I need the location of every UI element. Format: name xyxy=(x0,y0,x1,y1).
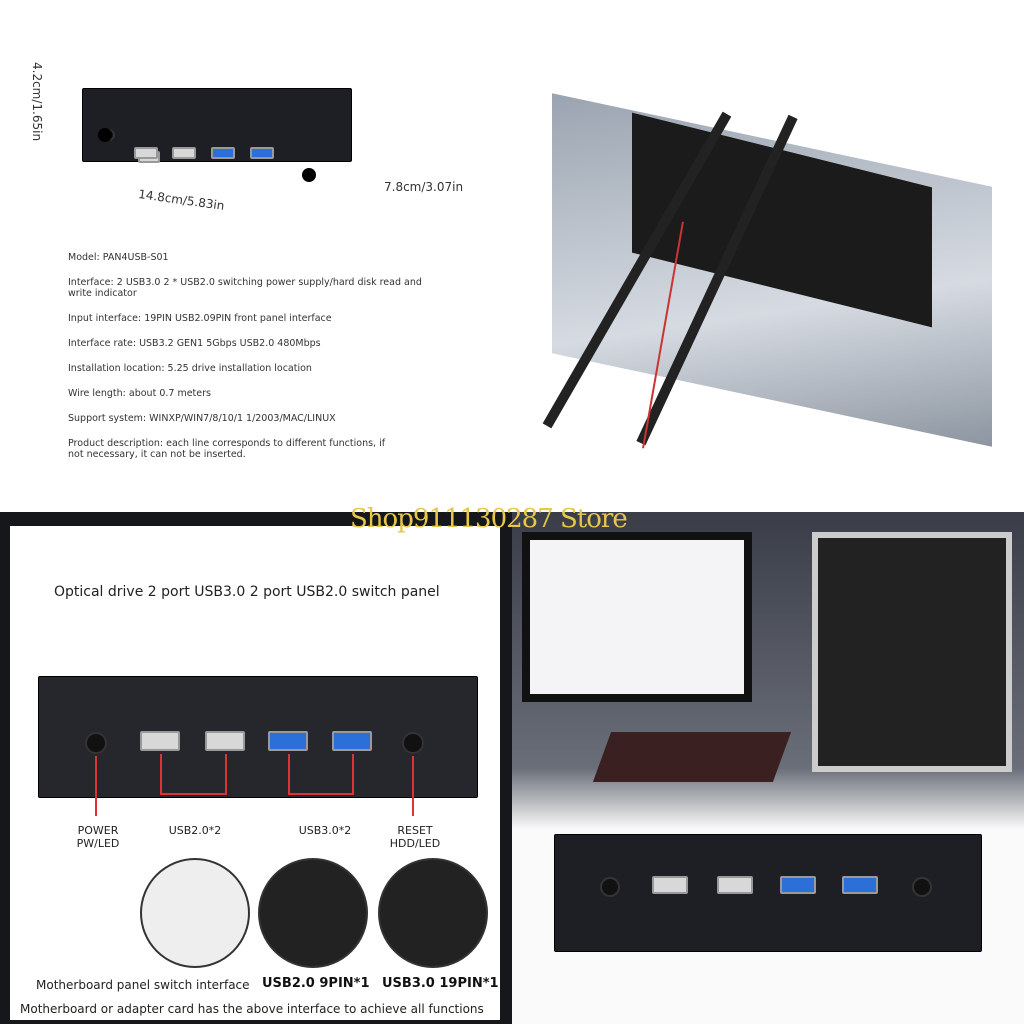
dimension-diagram: 4.2cm/1.65in 14.8cm/5.83in 7.8cm/3.07in xyxy=(0,0,512,240)
room-photo xyxy=(512,512,1024,1024)
connector-photo xyxy=(140,858,250,968)
spec-model: Model: PAN4USB-S01 xyxy=(68,252,169,263)
usb2-port xyxy=(172,147,196,159)
usb3-label: USB3.0*2 xyxy=(298,824,352,837)
monitor xyxy=(522,532,752,702)
store-watermark: Shop911130287 Store xyxy=(350,504,628,534)
spec-location: Installation location: 5.25 drive instal… xyxy=(68,363,312,374)
power-label: POWER PW/LED xyxy=(76,824,120,850)
product-photo-top xyxy=(512,0,1024,512)
caption-usb2: USB2.0 9PIN*1 xyxy=(262,976,370,991)
width-dimension: 14.8cm/5.83in xyxy=(137,187,226,213)
usb3-header-photo xyxy=(378,858,488,968)
usb2-port xyxy=(134,147,158,159)
infographic-footer: Motherboard or adapter card has the abov… xyxy=(20,1002,484,1016)
height-dimension: 4.2cm/1.65in xyxy=(30,62,44,142)
pc-case xyxy=(812,532,1012,772)
spec-rate: Interface rate: USB3.2 GEN1 5Gbps USB2.0… xyxy=(68,338,321,349)
spec-input: Input interface: 19PIN USB2.09PIN front … xyxy=(68,313,332,324)
caption-switch: Motherboard panel switch interface xyxy=(36,978,250,992)
keyboard xyxy=(592,732,792,782)
spec-system: Support system: WINXP/WIN7/8/10/1 1/2003… xyxy=(68,413,336,424)
spec-wire: Wire length: about 0.7 meters xyxy=(68,388,211,399)
infographic: Optical drive 2 port USB3.0 2 port USB2.… xyxy=(0,512,512,1024)
usb2-label: USB2.0*2 xyxy=(168,824,222,837)
infographic-title: Optical drive 2 port USB3.0 2 port USB2.… xyxy=(54,584,440,600)
usb3-port xyxy=(250,147,274,159)
usb3-port xyxy=(211,147,235,159)
product-panel-room xyxy=(554,834,982,952)
spec-description: Product description: each line correspon… xyxy=(68,438,386,460)
usb2-header-photo xyxy=(258,858,368,968)
depth-dimension: 7.8cm/3.07in xyxy=(384,180,464,194)
reset-label: RESET HDD/LED xyxy=(389,824,441,850)
spec-list: Model: PAN4USB-S01 Interface: 2 USB3.0 2… xyxy=(68,252,428,460)
caption-usb3: USB3.0 19PIN*1 xyxy=(382,976,499,991)
spec-interface: Interface: 2 USB3.0 2 * USB2.0 switching… xyxy=(68,277,422,299)
